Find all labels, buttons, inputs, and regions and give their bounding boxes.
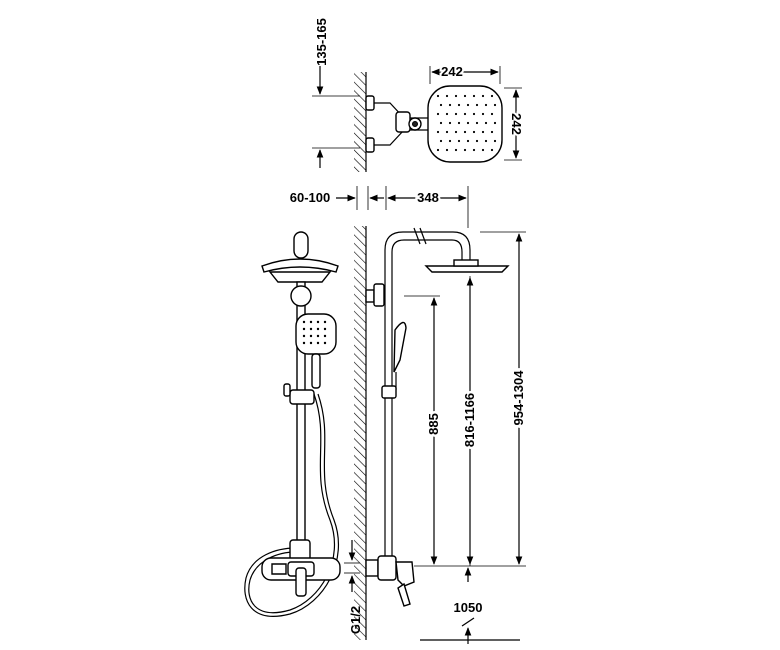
hand-nozzle-dot [302,320,306,324]
nozzle-dot [457,139,461,143]
dim-head-height-range: 816-1166 [462,393,477,447]
nozzle-dot [448,121,452,125]
nozzle-dot [484,139,488,143]
hand-nozzle-dot [316,334,320,338]
hand-nozzle-dot [316,341,320,345]
shower-head-top [427,85,503,163]
hand-nozzle-dot [316,327,320,331]
nozzle-dot [481,112,485,116]
nozzle-dot [436,130,440,134]
mid-dimensions: 60-100 348 [290,186,469,228]
hand-nozzle-dot [316,320,320,324]
nozzle-dot [484,121,488,125]
dim-wall-offset-top: 135-165 [314,18,329,66]
nozzle-dot [439,139,443,143]
nozzle-dot [490,112,494,116]
nozzle-dot [475,103,479,107]
hand-nozzles [302,320,327,345]
nozzle-dot [472,130,476,134]
nozzle-dot [466,139,470,143]
front-view [244,231,341,617]
nozzle-dot [448,139,452,143]
nozzle-dot [475,139,479,143]
nozzle-dot [481,148,485,152]
nozzle-dot [493,139,497,143]
hand-nozzle-dot [309,341,313,345]
nozzle-dot [463,148,467,152]
dim-total-height-range: 954-1304 [511,370,526,426]
dim-floor-height: 1050 [454,600,483,615]
dim-arm-reach: 348 [417,190,439,205]
nozzle-dot [466,121,470,125]
nozzle-dot [493,121,497,125]
dim-wall-offset-mixer: 60-100 [290,190,330,205]
dim-thread-size: G1/2 [348,606,363,634]
top-view: 242 242 135-165 [312,18,526,172]
nozzle-dot [439,121,443,125]
nozzle-dot [457,121,461,125]
wall-main [354,226,366,640]
hand-nozzle-dot [309,334,313,338]
nozzle-dot [463,94,467,98]
nozzle-dot [475,121,479,125]
nozzle-dot [439,103,443,107]
hand-nozzle-dot [309,327,313,331]
hand-shower-front [295,313,337,355]
nozzle-dot [445,130,449,134]
hand-nozzle-dot [323,327,327,331]
nozzle-dot [454,148,458,152]
rain-head-front [261,258,339,273]
hand-nozzle-dot [302,327,306,331]
nozzle-dot [481,94,485,98]
nozzle-dot [454,130,458,134]
nozzle-dot [454,112,458,116]
rain-head-side [424,265,510,273]
hand-nozzle-dot [323,320,327,324]
nozzle-dot [493,103,497,107]
nozzle-dot [484,103,488,107]
hand-nozzle-dot [309,320,313,324]
nozzle-dot [463,112,467,116]
vertical-dimensions: 885 816-1166 954-1304 1050 G1/2 [344,231,529,644]
hand-nozzle-dot [302,341,306,345]
nozzle-dot [490,130,494,134]
nozzle-dot [490,94,494,98]
side-view [365,227,510,607]
nozzle-dot [472,148,476,152]
nozzle-dot [436,148,440,152]
dim-head-width: 242 [441,64,463,79]
nozzle-dot [436,112,440,116]
nozzle-dot [463,130,467,134]
hand-nozzle-dot [323,341,327,345]
nozzle-dot [436,94,440,98]
nozzle-dot [454,94,458,98]
nozzle-dot [445,94,449,98]
nozzle-dot [466,103,470,107]
hand-nozzle-dot [323,334,327,338]
nozzle-dot [448,103,452,107]
nozzle-dot [472,94,476,98]
nozzle-dot [445,112,449,116]
nozzle-dot [490,148,494,152]
wall-top [354,72,366,172]
dim-head-depth: 242 [509,113,524,135]
nozzle-dot [481,130,485,134]
nozzle-dot [457,103,461,107]
dim-slider-height: 885 [426,413,441,435]
nozzle-dot [445,148,449,152]
nozzle-pattern [436,94,497,152]
nozzle-dot [472,112,476,116]
hand-nozzle-dot [302,334,306,338]
